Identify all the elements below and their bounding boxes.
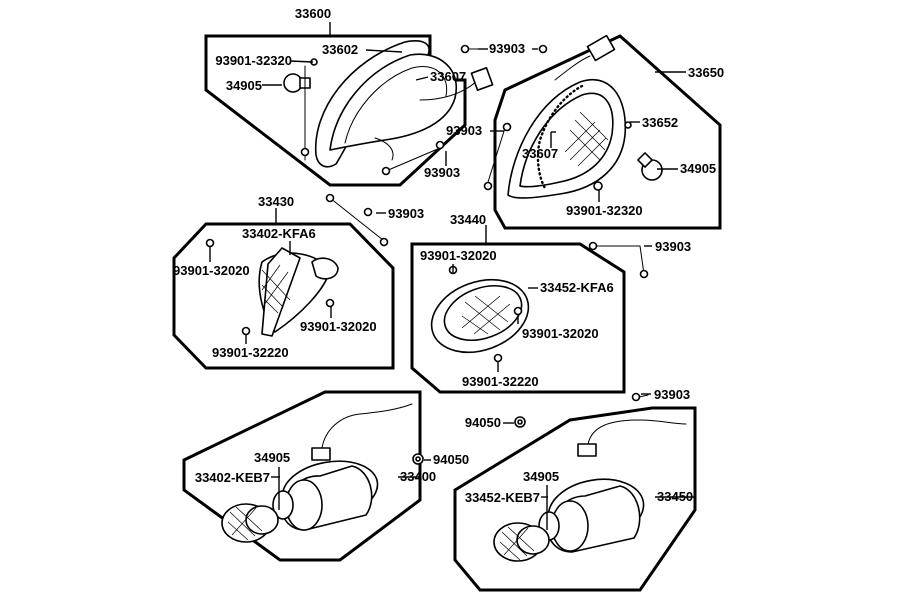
bolt-lower-shape [483,122,512,191]
label-33602: 33602 [322,42,358,57]
rear-left-frame [182,390,422,562]
rear-right-frame [453,406,697,592]
label-34905-rear-left: 34905 [254,450,290,465]
label-33607-left: 33607 [430,69,466,84]
bolt-top-shape [460,44,548,54]
labels: 33600 33602 33607 93901-32320 34905 9390… [173,6,724,505]
label-33452-KFA6: 33452-KFA6 [540,280,614,295]
label-93901-32020-fr-b: 93901-32020 [522,326,599,341]
label-33402-KFA6: 33402-KFA6 [242,226,316,241]
nut-shapes [412,416,526,465]
front-left-screws [205,238,335,336]
label-34905-tail-left: 34905 [226,78,262,93]
tail-assy-wire [554,34,616,81]
label-93901-32020-fl-b: 93901-32020 [300,319,377,334]
tail-assy-body [507,78,627,199]
label-34905-rear-right: 34905 [523,469,559,484]
label-93901-32220-fl: 93901-32220 [212,345,289,360]
label-93901-32320-left: 93901-32320 [215,53,292,68]
label-93903-top: 93903 [489,41,525,56]
tail-lamp-assy-frame [493,34,722,230]
rear-right-lens-shape [493,522,550,562]
label-93903-lower: 93903 [446,123,482,138]
label-93903-front-right: 93903 [655,239,691,254]
tail-lamp-housing [315,40,458,168]
label-94050-upper: 94050 [465,415,501,430]
front-left-lamp-body [258,247,339,337]
tail-screw-right-shape [593,121,632,191]
front-right-lamp-body [430,278,530,354]
label-33600: 33600 [295,6,331,21]
tail-screw-left-shape [300,58,318,161]
bolt-front-left-shape [325,193,389,247]
front-left-frame [172,222,395,370]
label-93901-32020-fr-a: 93901-32020 [420,248,497,263]
label-33402-KEB7: 33402-KEB7 [195,470,270,485]
leader-lines [209,22,695,530]
label-93903-rear-right: 93903 [654,387,690,402]
label-33450: 33450 [657,489,693,504]
label-33652: 33652 [642,115,678,130]
tail-bulb-right-shape [637,152,663,181]
label-33400: 33400 [400,469,436,484]
label-34905-tail-right: 34905 [680,161,716,176]
label-94050-lower: 94050 [433,452,469,467]
bolt-mid-shape [381,140,445,176]
rear-left-lamp-body [272,403,413,531]
label-93901-32220-fr: 93901-32220 [462,374,539,389]
bolt-front-right-shape [588,241,649,279]
label-33440: 33440 [450,212,486,227]
label-93901-32320-right: 93901-32320 [566,203,643,218]
label-93901-32020-fl-a: 93901-32020 [173,263,250,278]
rear-left-lens-shape [221,503,279,543]
tail-lamp-frame [204,34,467,187]
tail-lamp-connector [419,67,494,101]
bolt-rear-right-shape [631,392,649,402]
rear-right-lamp-body [538,419,687,553]
front-right-frame [410,242,626,394]
label-93903-mid: 93903 [424,165,460,180]
label-33650: 33650 [688,65,724,80]
label-93903-front-left: 93903 [388,206,424,221]
label-33607-right: 33607 [522,146,558,161]
label-33430: 33430 [258,194,294,209]
tail-bulb-left-shape [283,73,311,93]
label-33452-KEB7: 33452-KEB7 [465,490,540,505]
